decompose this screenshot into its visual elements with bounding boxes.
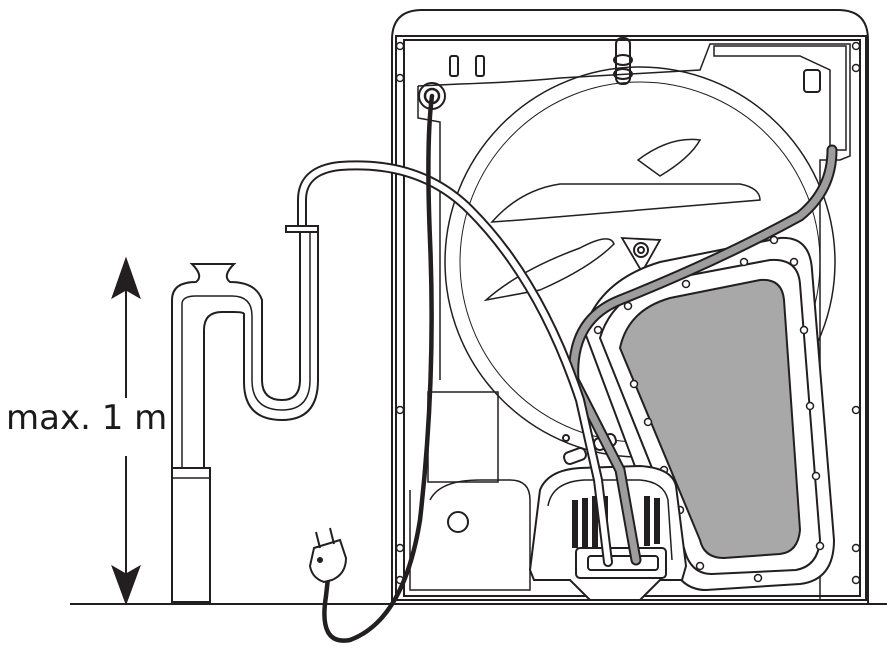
height-limit-label: max. 1 m [6, 398, 168, 438]
drum-hub [620, 237, 662, 274]
frame-screws [395, 41, 861, 585]
drain-hose [297, 160, 613, 567]
siphon-trap [171, 225, 319, 603]
power-plug-icon [308, 527, 348, 584]
service-panel [582, 235, 836, 592]
inlet-hose [568, 144, 838, 566]
double-arrow-icon [111, 256, 141, 606]
panel-gray-area [618, 278, 802, 560]
power-cable [322, 82, 446, 643]
